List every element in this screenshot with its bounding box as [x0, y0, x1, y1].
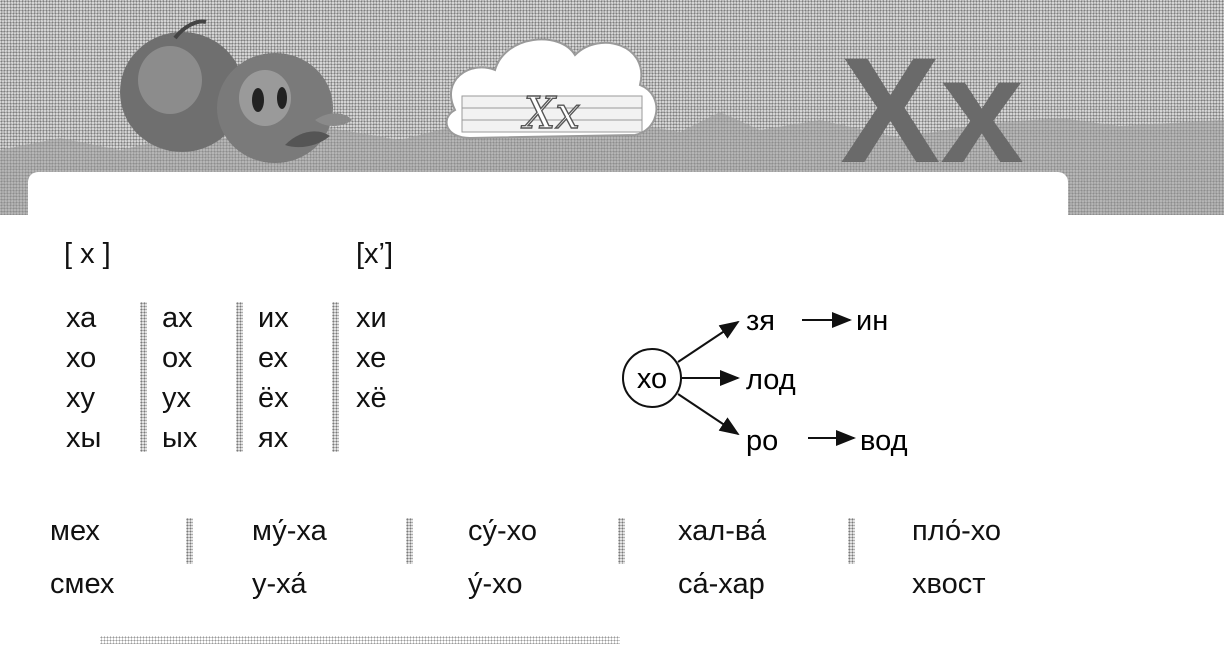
syllable: ех: [258, 342, 288, 374]
syllable: хы: [66, 422, 102, 454]
center-circle: [622, 348, 682, 408]
syllable: ёх: [258, 382, 289, 414]
syllable: хи: [356, 302, 387, 334]
content-panel-top: [28, 172, 1068, 652]
word-divider: [848, 518, 855, 564]
word: пло́-хо: [912, 515, 1002, 547]
apple-illustration: [120, 19, 352, 163]
scheme-syllable: зя: [746, 305, 775, 337]
column-divider: [332, 302, 339, 452]
word: му́-ха: [252, 515, 327, 547]
bottom-decoration: [100, 636, 620, 644]
word: су́-хо: [468, 515, 537, 547]
syllable: ях: [258, 422, 289, 454]
word-divider: [406, 518, 413, 564]
big-letters: Xx: [840, 26, 1023, 194]
column-divider: [236, 302, 243, 452]
word: смех: [50, 568, 115, 600]
column-divider: [140, 302, 147, 452]
syllable-column-4: хи хе хё: [356, 298, 387, 418]
word: у-ха́: [252, 568, 307, 600]
word: у́-хо: [468, 568, 523, 600]
scheme-syllable: лод: [746, 364, 796, 396]
syllable-column-3: их ех ёх ях: [258, 298, 289, 458]
scheme-result: ин: [856, 305, 888, 337]
syllable: ых: [162, 422, 198, 454]
word-scheme-diagram: хо зя лод ро ин вод: [622, 305, 908, 457]
syllable: их: [258, 302, 289, 334]
syllable-column-2: ах ох ух ых: [162, 298, 197, 458]
word-divider: [618, 518, 625, 564]
word: са́-хар: [678, 568, 765, 600]
syllable: ха: [66, 302, 97, 334]
word: мех: [50, 515, 100, 547]
syllable: хё: [356, 382, 387, 414]
cloud-illustration: Xx: [445, 38, 658, 140]
cloud-letters: Xx: [521, 88, 580, 139]
syllable-column-1: ха хо ху хы: [66, 298, 101, 458]
syllable: ух: [162, 382, 191, 414]
arrow: [677, 320, 740, 363]
syllable: ах: [162, 302, 193, 334]
syllable: ох: [162, 342, 193, 374]
word-divider: [186, 518, 193, 564]
word: хвост: [912, 568, 986, 600]
phoneme-hard: [ х ]: [64, 238, 111, 270]
syllable: ху: [66, 382, 95, 414]
syllable: хо: [66, 342, 97, 374]
word: хал-ва́: [678, 515, 767, 547]
scheme-result: вод: [860, 425, 908, 457]
phoneme-soft: [х’]: [356, 238, 394, 270]
arrow: [677, 393, 740, 436]
syllable: хе: [356, 342, 387, 374]
scheme-center: хо: [637, 363, 667, 395]
scheme-syllable: ро: [746, 425, 778, 457]
